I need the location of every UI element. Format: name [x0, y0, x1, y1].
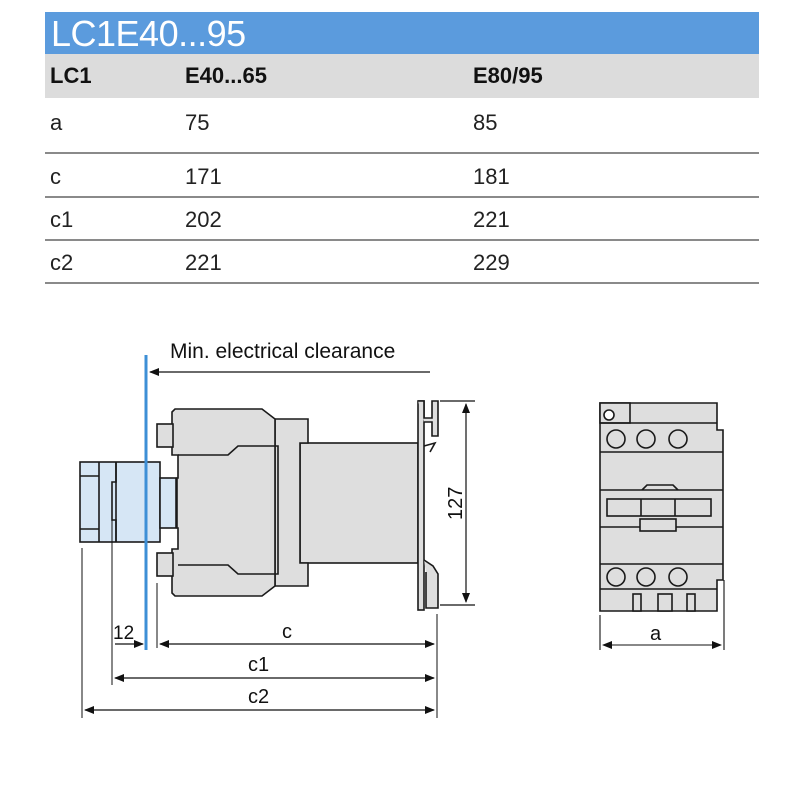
a-label: a: [650, 623, 662, 645]
table-header: LC1 E40...65 E80/95: [45, 54, 759, 98]
cell-e80-95: 229: [473, 250, 510, 275]
c-label: c: [282, 621, 292, 643]
row-label: c2: [50, 250, 74, 275]
header-e80-95: E80/95: [473, 63, 543, 88]
header-e40-65: E40...65: [185, 63, 267, 88]
clearance-label: Min. electrical clearance: [170, 340, 395, 363]
offset-label: 12: [113, 623, 134, 644]
row-label: c1: [50, 207, 74, 232]
height-dimension: [440, 400, 475, 606]
extension-lines: [81, 520, 438, 718]
row-divider: [45, 239, 759, 241]
front-accessory-block: [79, 461, 177, 543]
row-label: a: [50, 110, 63, 135]
row-divider: [45, 282, 759, 284]
front-view-contactor: [599, 402, 724, 612]
c1-label: c1: [248, 654, 269, 676]
cell-e40-65: 221: [185, 250, 222, 275]
cell-e40-65: 202: [185, 207, 222, 232]
height-label: 127: [445, 487, 467, 520]
cell-e40-65: 75: [185, 110, 210, 135]
a-dimension: [599, 580, 725, 650]
cell-e40-65: 171: [185, 164, 222, 189]
c2-label: c2: [248, 686, 269, 708]
cell-e80-95: 221: [473, 207, 510, 232]
row-divider: [45, 152, 759, 154]
cell-e80-95: 85: [473, 110, 498, 135]
row-divider: [45, 196, 759, 198]
row-label: c: [50, 164, 61, 189]
product-title: LC1E40...95: [51, 13, 246, 54]
side-view-contactor: [156, 400, 439, 611]
title-bar: LC1E40...95: [45, 12, 759, 54]
header-lc1: LC1: [50, 63, 92, 88]
cell-e80-95: 181: [473, 164, 510, 189]
